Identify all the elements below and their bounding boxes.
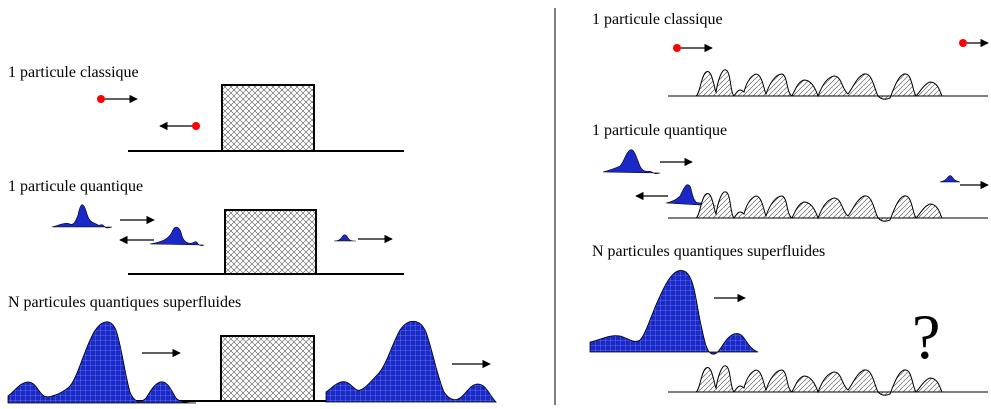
left-classical-label: 1 particule classique — [8, 64, 139, 81]
particle-dot-icon — [673, 44, 681, 52]
particle-dot-icon — [192, 122, 200, 130]
wave-packet-icon — [149, 226, 205, 246]
potential-barrier — [221, 84, 315, 152]
left-superfluid-label: N particules quantiques superfluides — [8, 294, 241, 311]
wave-packet-icon — [51, 204, 113, 229]
right-quantum-label: 1 particule quantique — [592, 122, 727, 139]
wave-packet-icon — [7, 321, 197, 404]
unknown-outcome-question-mark: ? — [912, 301, 940, 372]
rough-terrain — [667, 191, 989, 222]
potential-barrier — [220, 335, 315, 402]
wave-packet-icon — [333, 234, 357, 242]
wave-packet-icon — [939, 175, 961, 183]
wave-packet-icon — [589, 270, 759, 355]
potential-barrier — [224, 209, 317, 275]
left-quantum-label: 1 particule quantique — [8, 178, 143, 195]
right-classical-label: 1 particule classique — [592, 11, 723, 28]
wave-packet-icon — [325, 320, 497, 403]
rough-terrain — [667, 69, 989, 100]
particle-dot-icon — [959, 39, 967, 47]
particle-dot-icon — [97, 95, 105, 103]
right-superfluid-label: N particules quantiques superfluides — [592, 243, 825, 260]
wave-packet-icon — [602, 149, 661, 174]
